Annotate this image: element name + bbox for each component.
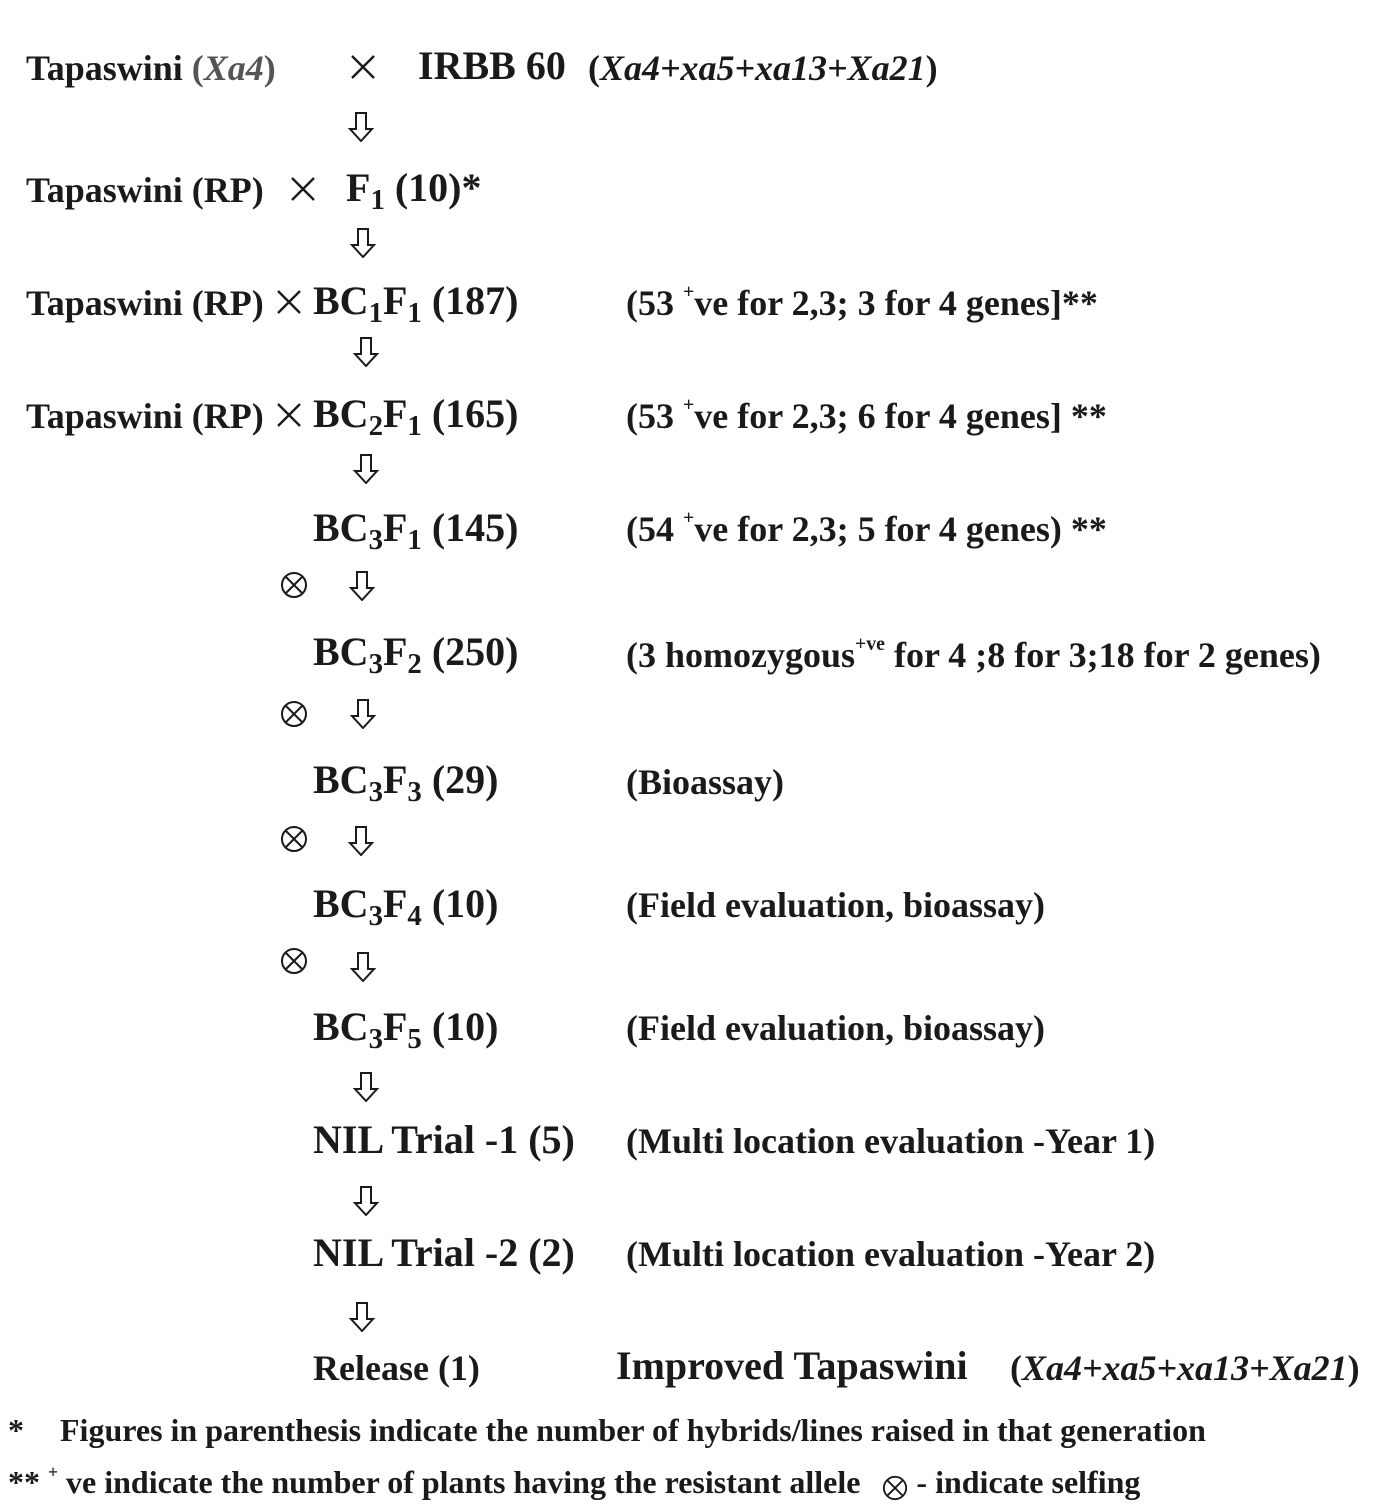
generation-bc1f1-count: (187)	[431, 278, 519, 323]
generation-bc1f1: BC1F1 (187)	[313, 278, 519, 330]
generation-bc2f1-count: (165)	[431, 391, 519, 436]
down-arrow-icon	[349, 952, 377, 982]
parent-tapaswini: Tapaswini (Xa4)	[26, 48, 276, 88]
improved-variety: Improved Tapaswini	[616, 1346, 968, 1386]
note-bc1f1: (53 +ve for 2,3; 3 for 4 genes]**	[626, 281, 1098, 323]
parent-irbb60-genes: (Xa4+xa5+xa13+Xa21)	[588, 48, 938, 88]
down-arrow-icon	[347, 826, 375, 856]
down-arrow-icon	[352, 454, 380, 484]
down-arrow-icon	[348, 571, 376, 601]
generation-f1-count: (10)*	[394, 165, 482, 210]
selfing-symbol-icon	[281, 572, 307, 598]
down-arrow-icon	[349, 228, 377, 258]
generation-bc3f5: BC3F5 (10)	[313, 1004, 499, 1056]
improved-variety-name: Improved Tapaswini	[616, 1343, 968, 1388]
footnote-1-text: Figures in parenthesis indicate the numb…	[60, 1412, 1206, 1448]
footnote-2-selfing-text: - indicate selfing	[916, 1464, 1141, 1500]
generation-bc3f4: BC3F4 (10)	[313, 881, 499, 933]
footnote-2-mark: **	[8, 1464, 40, 1500]
generation-bc3f4-count: (10)	[431, 881, 499, 926]
generation-bc3f5-count: (10)	[431, 1004, 499, 1049]
down-arrow-icon	[349, 699, 377, 729]
note-bc3f2: (3 homozygous+ve for 4 ;8 for 3;18 for 2…	[626, 633, 1321, 675]
cross-symbol-icon	[277, 403, 301, 427]
nil-trial-1: NIL Trial -1 (5)	[313, 1117, 575, 1162]
cross-symbol-icon	[277, 290, 301, 314]
recurrent-parent-row2: Tapaswini (RP)	[26, 170, 264, 210]
cross-symbol-icon	[291, 177, 315, 201]
generation-bc3f3: BC3F3 (29)	[313, 757, 499, 809]
generation-bc3f2: BC3F2 (250)	[313, 629, 519, 681]
parent-tapaswini-name: Tapaswini	[26, 48, 183, 88]
recurrent-parent-row4: Tapaswini (RP)	[26, 396, 264, 436]
cross-symbol-icon	[351, 55, 375, 79]
down-arrow-icon	[352, 1186, 380, 1216]
parent-tapaswini-gene: Xa4	[203, 48, 264, 88]
generation-bc3f1: BC3F1 (145)	[313, 505, 519, 557]
generation-bc2f1: BC2F1 (165)	[313, 391, 519, 443]
parent-irbb60: IRBB 60	[418, 46, 566, 86]
improved-variety-genes: (Xa4+xa5+xa13+Xa21)	[1010, 1348, 1360, 1388]
down-arrow-icon	[347, 112, 375, 142]
footnote-1: * Figures in parenthesis indicate the nu…	[8, 1414, 1206, 1446]
note-nil-trial-1: (Multi location evaluation -Year 1)	[626, 1121, 1156, 1161]
footnote-2-text: ve indicate the number of plants having …	[66, 1464, 861, 1500]
note-nil-trial-2: (Multi location evaluation -Year 2)	[626, 1234, 1156, 1274]
note-bc3f1: (54 +ve for 2,3; 5 for 4 genes) **	[626, 507, 1107, 549]
parent-irbb60-name: IRBB 60	[418, 43, 566, 88]
down-arrow-icon	[352, 1072, 380, 1102]
footnote-1-mark: *	[8, 1412, 24, 1448]
selfing-symbol-icon	[281, 701, 307, 727]
selfing-symbol-icon	[281, 826, 307, 852]
nil-trial-2: NIL Trial -2 (2)	[313, 1230, 575, 1275]
generation-bc3f1-count: (145)	[431, 505, 519, 550]
down-arrow-icon	[352, 337, 380, 367]
note-bc3f4: (Field evaluation, bioassay)	[626, 885, 1046, 925]
selfing-symbol-icon	[883, 1475, 908, 1501]
down-arrow-icon	[348, 1302, 376, 1332]
release: Release (1)	[313, 1348, 480, 1388]
generation-bc3f3-count: (29)	[431, 757, 499, 802]
selfing-symbol-icon	[281, 948, 307, 974]
note-bc2f1: (53 +ve for 2,3; 6 for 4 genes] **	[626, 394, 1107, 436]
generation-bc3f2-count: (250)	[431, 629, 519, 674]
recurrent-parent-row3: Tapaswini (RP)	[26, 283, 264, 323]
note-bc3f3: (Bioassay)	[626, 762, 785, 802]
note-bc3f5: (Field evaluation, bioassay)	[626, 1008, 1046, 1048]
footnote-2: ** + ve indicate the number of plants ha…	[8, 1462, 1141, 1501]
generation-f1: F1 (10)*	[346, 165, 482, 217]
